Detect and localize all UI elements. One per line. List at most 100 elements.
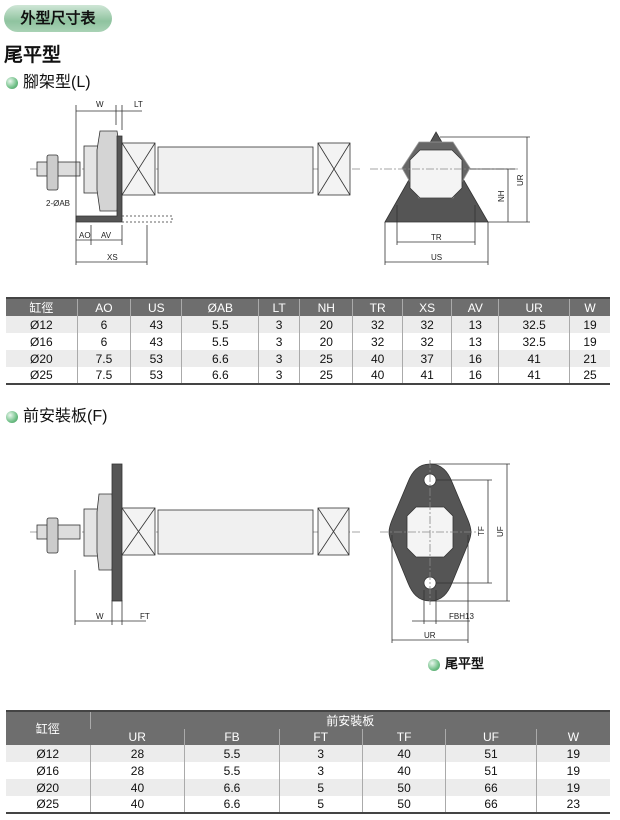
value-cell: 20 [299,333,353,350]
page-title: 尾平型 [4,45,62,66]
value-cell: 5 [278,779,363,796]
column-header: NH [299,297,353,316]
value-cell: 3 [278,762,363,779]
bullet-icon [6,410,18,423]
value-cell: 28 [89,762,185,779]
bore-cell: Ø20 [6,350,78,367]
value-cell: 13 [451,333,499,350]
dim-ur: UR [424,631,436,640]
value-cell: 19 [569,316,610,333]
column-header: UF [445,729,537,745]
value-cell: 6 [76,333,131,350]
bore-cell: Ø16 [30,334,53,349]
value-cell: 5.5 [184,762,280,779]
value-cell: 16 [451,367,499,385]
dim-ft: FT [140,612,150,621]
value-cell: 21 [569,350,610,367]
value-cell: 6 [76,316,131,333]
value-cell: 7.5 [76,367,131,385]
value-cell: 25 [569,367,610,385]
value-cell: 40 [361,745,446,762]
value-cell: 40 [352,367,403,385]
value-cell: 50 [361,796,446,814]
value-cell: 66 [445,796,537,814]
value-cell: 6.6 [184,779,280,796]
value-cell: 6.6 [184,796,280,814]
value-cell: 16 [451,350,499,367]
value-cell: 51 [445,762,537,779]
value-cell: 32 [352,333,403,350]
value-cell: 43 [130,316,182,333]
value-cell: 53 [130,350,182,367]
column-header: ØAB [181,297,259,316]
column-header: AO [76,297,131,316]
value-cell: 28 [89,745,185,762]
value-cell: 43 [130,333,182,350]
value-cell: 13 [451,316,499,333]
value-cell: 53 [130,367,182,385]
column-header: FT [278,729,363,745]
value-cell: 5.5 [184,745,280,762]
dim-us: US [431,253,442,262]
bore-cell: Ø16 [36,763,60,778]
dim-nh: NH [497,190,506,202]
bore-cell: Ø25 [6,367,78,385]
flange-mount-drawing: W FT TF UF FBH13 UR [30,460,510,643]
dim-fbh: FBH13 [449,612,474,621]
value-cell: 25 [299,350,353,367]
value-cell: 32.5 [498,333,570,350]
value-cell: 19 [535,762,610,779]
column-header: UR [498,297,570,316]
bore-cell: Ø25 [6,796,90,814]
dim-lt: LT [134,100,143,109]
column-header: 缸徑 [6,710,90,745]
column-header: W [569,297,610,316]
value-cell: 32 [401,333,452,350]
column-header: XS [401,297,452,316]
section-l-title: 腳架型(L) [23,74,91,91]
section-badge: 外型尺寸表 [4,5,112,32]
column-header: W [535,729,610,745]
value-cell: 19 [535,745,610,762]
value-cell: 41 [498,367,570,385]
column-header: LT [258,297,300,316]
dim-xs: XS [107,253,118,262]
column-header: FB [184,729,280,745]
column-header: TR [352,297,403,316]
column-header: 前安裝板 [89,710,610,729]
value-cell: 23 [535,796,610,814]
value-cell: 19 [569,333,610,350]
bore-cell: Ø20 [6,779,90,796]
foot-mount-drawing: W LT 2-ØAB AO AV XS TR US NH UR [30,100,530,265]
value-cell: 32 [401,316,452,333]
value-cell: 32.5 [498,316,570,333]
dim-tf: TF [477,526,486,536]
column-header: 缸徑 [6,297,78,316]
dim-ao: AO [79,231,91,240]
value-cell: 37 [401,350,452,367]
value-cell: 41 [401,367,452,385]
value-cell: 20 [299,316,353,333]
value-cell: 51 [445,745,537,762]
value-cell: 7.5 [76,350,131,367]
value-cell: 40 [361,762,446,779]
value-cell: 3 [278,745,363,762]
column-header: TF [361,729,446,745]
value-cell: 3 [258,367,300,385]
dim-ab: 2-ØAB [46,199,70,208]
value-cell: 6.6 [181,367,259,385]
dim-av: AV [101,231,112,240]
bullet-icon [428,658,440,671]
value-cell: 5 [278,796,363,814]
dim-tr: TR [431,233,442,242]
value-cell: 32 [352,316,403,333]
value-cell: 3 [258,350,300,367]
value-cell: 40 [352,350,403,367]
